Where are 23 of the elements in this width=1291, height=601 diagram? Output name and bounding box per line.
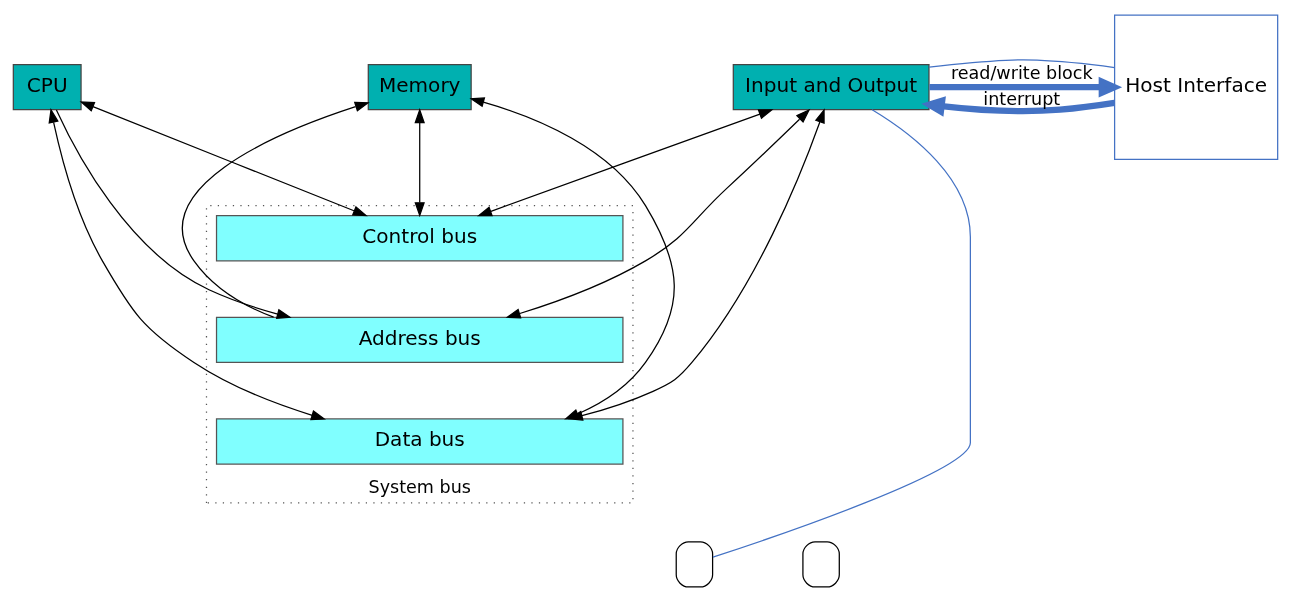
arrow (414, 107, 425, 217)
arrow (181, 101, 370, 318)
arrow (567, 107, 825, 421)
arrow (476, 108, 774, 216)
node-box (675, 540, 714, 588)
arrow (55, 108, 292, 319)
node-box: CPU (12, 63, 82, 110)
arrow (929, 76, 1123, 97)
edge-label: read/write block (950, 62, 1093, 83)
connector (928, 58, 1116, 68)
arrow (79, 100, 368, 216)
node-box (802, 540, 840, 588)
edge-label: interrupt (983, 88, 1061, 109)
arrow (48, 107, 327, 420)
arrow (921, 95, 1115, 117)
node-box: Input and Output (732, 63, 930, 110)
node-box: Control bus (215, 214, 624, 261)
arrow (505, 108, 811, 318)
connector (712, 108, 971, 558)
node-box: Memory (367, 63, 472, 110)
node-box: Address bus (215, 316, 624, 363)
node-box: Data bus (215, 417, 624, 465)
node-box: Host Interface (1114, 13, 1279, 160)
